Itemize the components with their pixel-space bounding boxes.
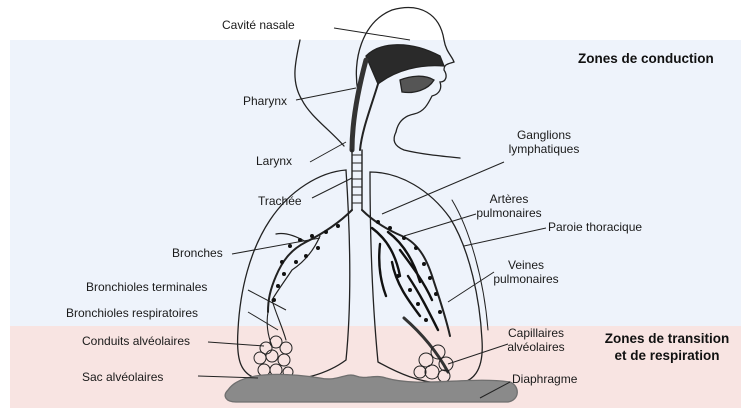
- label-veines-line1: Veines: [488, 258, 564, 272]
- label-capillaires-line1: Capillaires: [500, 326, 572, 340]
- label-paroie-thoracique: Paroie thoracique: [548, 220, 642, 234]
- right-lung-outline: [370, 172, 482, 384]
- leader-trachee: [312, 178, 352, 198]
- zone-transition-label: Zones de transition et de respiration: [594, 330, 740, 364]
- label-arteres-line1: Artères: [470, 192, 548, 206]
- label-veines: Veines pulmonaires: [488, 258, 564, 286]
- bronchi-right: [362, 210, 450, 336]
- neck-right: [394, 132, 460, 158]
- alveolar-ducts: [267, 300, 286, 346]
- label-cavite-nasale: Cavité nasale: [222, 18, 295, 32]
- label-bronchioles-terminales: Bronchioles terminales: [86, 280, 207, 294]
- leader-pharynx: [296, 88, 356, 100]
- label-conduits-alveolaires: Conduits alvéolaires: [82, 334, 190, 348]
- label-arteres: Artères pulmonaires: [470, 192, 548, 220]
- label-capillaires-line2: alvéolaires: [500, 340, 572, 354]
- leader-arteres: [404, 214, 476, 236]
- zone-transition-line2: et de respiration: [594, 347, 740, 364]
- pulmonary-vessels: [372, 228, 438, 330]
- label-bronches: Bronches: [172, 246, 223, 260]
- neck-left: [295, 40, 344, 146]
- trachea: [352, 150, 362, 210]
- label-pharynx: Pharynx: [243, 94, 287, 108]
- label-veines-line2: pulmonaires: [488, 272, 564, 286]
- label-ganglions-line1: Ganglions: [498, 128, 590, 142]
- label-bronchioles-respiratoires: Bronchioles respiratoires: [66, 306, 198, 320]
- zone-conduction-label: Zones de conduction: [578, 50, 714, 67]
- pharynx-tube: [352, 60, 366, 150]
- leader-cavite-nasale: [334, 28, 410, 40]
- leader-larynx: [310, 142, 346, 162]
- label-ganglions: Ganglions lymphatiques: [498, 128, 590, 156]
- label-diaphragme: Diaphragme: [512, 372, 577, 386]
- diaphragm: [225, 374, 517, 402]
- leader-bronchioles-terminales: [248, 290, 286, 310]
- label-sac-alveolaires: Sac alvéolaires: [82, 370, 163, 384]
- zone-transition-line1: Zones de transition: [594, 330, 740, 347]
- alveolar-capillaries: [404, 318, 453, 382]
- leader-paroie: [464, 228, 546, 246]
- leader-bronches: [232, 238, 320, 254]
- label-larynx: Larynx: [256, 154, 292, 168]
- label-capillaires: Capillaires alvéolaires: [500, 326, 572, 354]
- leader-capillaires: [448, 344, 508, 364]
- label-arteres-line2: pulmonaires: [470, 206, 548, 220]
- oral-cavity: [400, 76, 434, 92]
- label-trachee: Trachée: [258, 194, 302, 208]
- leader-conduits: [208, 342, 264, 346]
- leader-bronchioles-respiratoires: [248, 312, 278, 330]
- label-ganglions-line2: lymphatiques: [498, 142, 590, 156]
